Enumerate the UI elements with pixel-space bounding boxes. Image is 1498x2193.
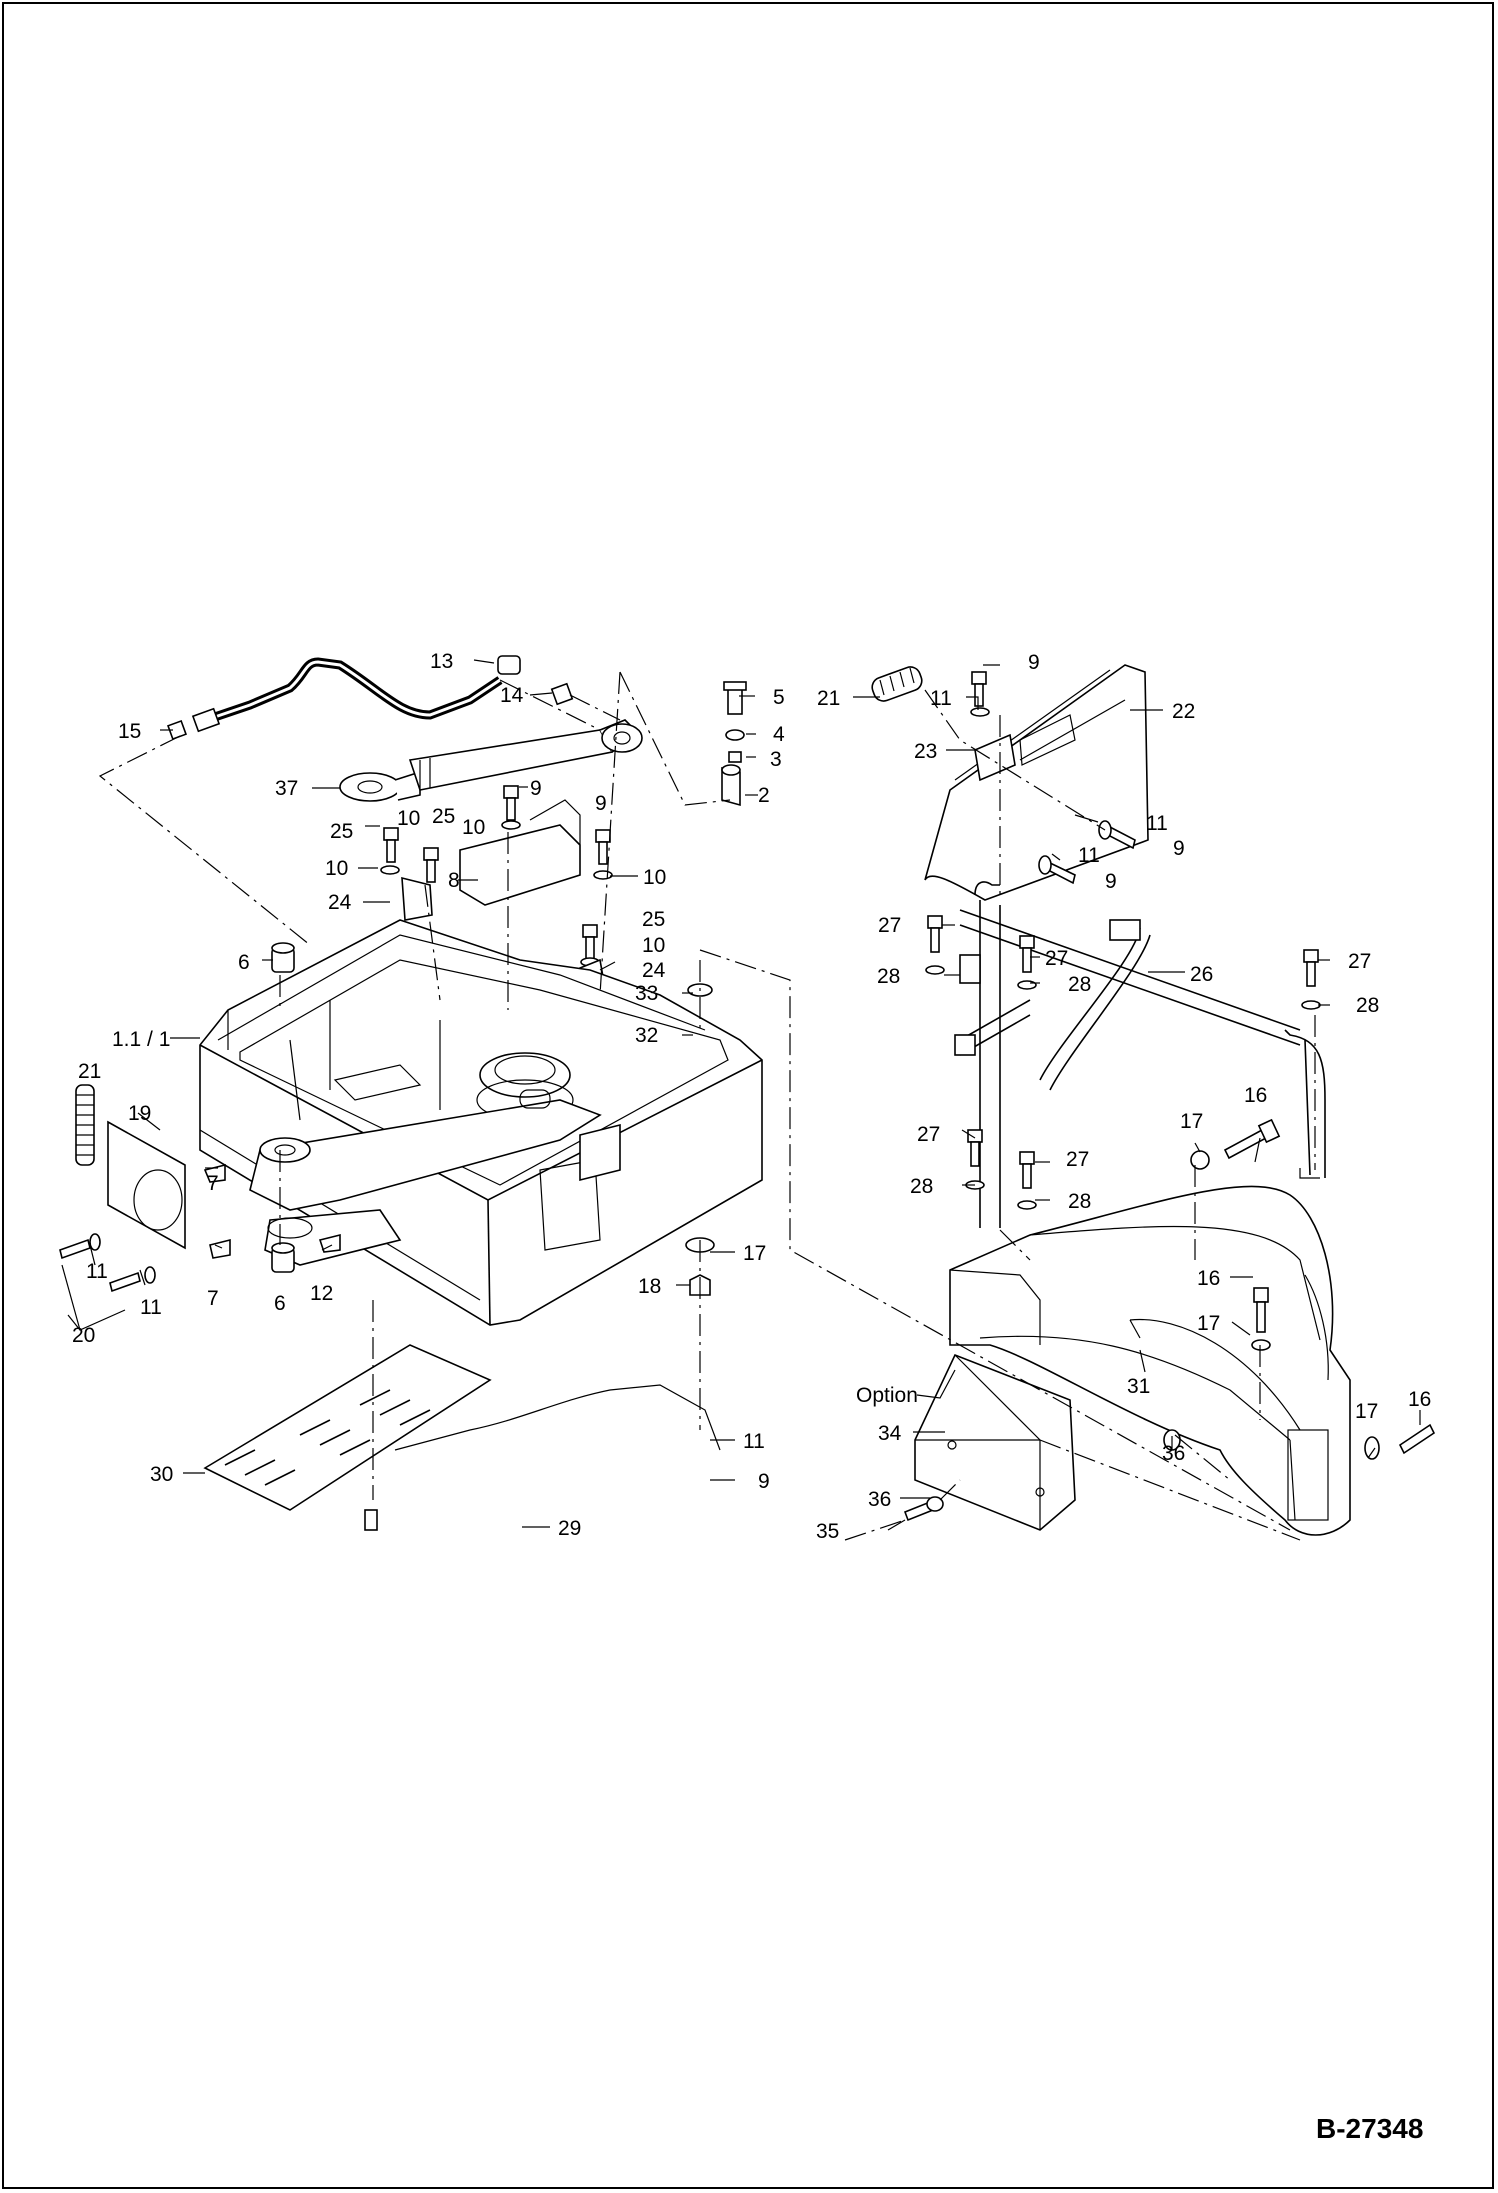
callout-36: 36 (1162, 1442, 1185, 1465)
hood-frame (954, 881, 1326, 1228)
additional-weight-plate (914, 1353, 1076, 1531)
callout-16: 16 (1244, 1084, 1267, 1107)
callout-10: 10 (462, 816, 485, 839)
callout-26: 26 (1190, 963, 1213, 986)
callout-25: 25 (432, 805, 455, 828)
hydraulic-hose (167, 655, 574, 740)
callout-11: 11 (1146, 812, 1168, 835)
callout-24: 24 (328, 891, 352, 914)
callout-15: 15 (118, 720, 141, 743)
callout-32: 32 (635, 1024, 658, 1047)
callout-23: 23 (914, 740, 937, 763)
callout-24: 24 (642, 959, 666, 982)
callout-22: 22 (1172, 700, 1195, 723)
assembly-lines (98, 671, 1316, 1541)
bracket (459, 824, 581, 906)
callout-11: 11 (1078, 844, 1100, 867)
cover-plate (107, 1120, 186, 1250)
callout-11: 11 (140, 1296, 162, 1319)
callout-25: 25 (642, 908, 665, 931)
callout-7: 7 (207, 1287, 219, 1310)
callout-28: 28 (1068, 1190, 1091, 1213)
callout-2: 2 (758, 784, 770, 807)
leader-lines (61, 659, 1421, 1531)
callout-35: 35 (816, 1520, 839, 1543)
callout-11: 11 (743, 1430, 765, 1453)
callout-20: 20 (72, 1324, 95, 1347)
spring (75, 1084, 95, 1166)
callout-25: 25 (330, 820, 353, 843)
callout-30: 30 (150, 1463, 173, 1486)
callout-19: 19 (128, 1102, 151, 1125)
callout-1-1-1: 1.1 / 1 (112, 1028, 170, 1051)
callout-27: 27 (1066, 1148, 1089, 1171)
callout-18: 18 (638, 1275, 661, 1298)
callout-27: 27 (1348, 950, 1371, 973)
floor-plate (203, 1344, 492, 1511)
callout-27: 27 (917, 1123, 940, 1146)
callout-4: 4 (773, 723, 785, 746)
callout-13: 13 (430, 650, 453, 673)
callout-10: 10 (642, 934, 665, 957)
callout-3: 3 (770, 748, 782, 771)
callout-9: 9 (595, 792, 607, 815)
callout-28: 28 (1356, 994, 1379, 1017)
callout-9: 9 (1105, 870, 1117, 893)
engine-hood (924, 664, 1149, 901)
callout-10: 10 (325, 857, 348, 880)
counterweight (949, 1185, 1351, 1536)
callout-31: 31 (1127, 1375, 1150, 1398)
callout-34: 34 (878, 1422, 902, 1445)
callout-7: 7 (207, 1172, 219, 1195)
callout-28: 28 (877, 965, 900, 988)
callout-28: 28 (1068, 973, 1091, 996)
callout-9: 9 (1028, 651, 1040, 674)
callout-9: 9 (530, 777, 542, 800)
callout-17: 17 (1355, 1400, 1378, 1423)
mounting-bolts-upper (380, 785, 715, 1296)
callout-16: 16 (1197, 1267, 1220, 1290)
callout-11: 11 (930, 687, 952, 710)
callout-28: 28 (910, 1175, 933, 1198)
callout-10: 10 (643, 866, 666, 889)
callout-21: 21 (78, 1060, 101, 1083)
callout-27: 27 (878, 914, 901, 937)
callout-9: 9 (1173, 837, 1185, 860)
callout-8: 8 (448, 869, 460, 892)
callout-14: 14 (500, 684, 524, 707)
pin-hardware (721, 681, 747, 807)
callout-5: 5 (773, 686, 785, 709)
callout-17: 17 (1180, 1110, 1203, 1133)
callout-11: 11 (86, 1260, 108, 1283)
boom-cylinder (339, 719, 643, 802)
callout-33: 33 (635, 982, 658, 1005)
callout-labels: 13 14 15 37 5 4 3 2 9 9 25 10 25 10 10 1… (72, 650, 1431, 1543)
callout-16: 16 (1408, 1388, 1431, 1411)
callout-37: 37 (275, 777, 298, 800)
strap (401, 876, 433, 921)
callout-29: 29 (558, 1517, 581, 1540)
callout-6: 6 (274, 1292, 286, 1315)
callout-27: 27 (1045, 947, 1068, 970)
option-label: Option (856, 1384, 918, 1407)
callout-9: 9 (758, 1470, 770, 1493)
callout-36: 36 (868, 1488, 891, 1511)
callout-21: 21 (817, 687, 840, 710)
callout-17: 17 (743, 1242, 766, 1265)
callout-12: 12 (310, 1282, 333, 1305)
upper-carriage-frame (199, 919, 763, 1326)
callout-10: 10 (397, 807, 420, 830)
callout-6: 6 (238, 951, 250, 974)
drawing-number: B-27348 (1316, 2113, 1423, 2144)
callout-17: 17 (1197, 1312, 1220, 1335)
